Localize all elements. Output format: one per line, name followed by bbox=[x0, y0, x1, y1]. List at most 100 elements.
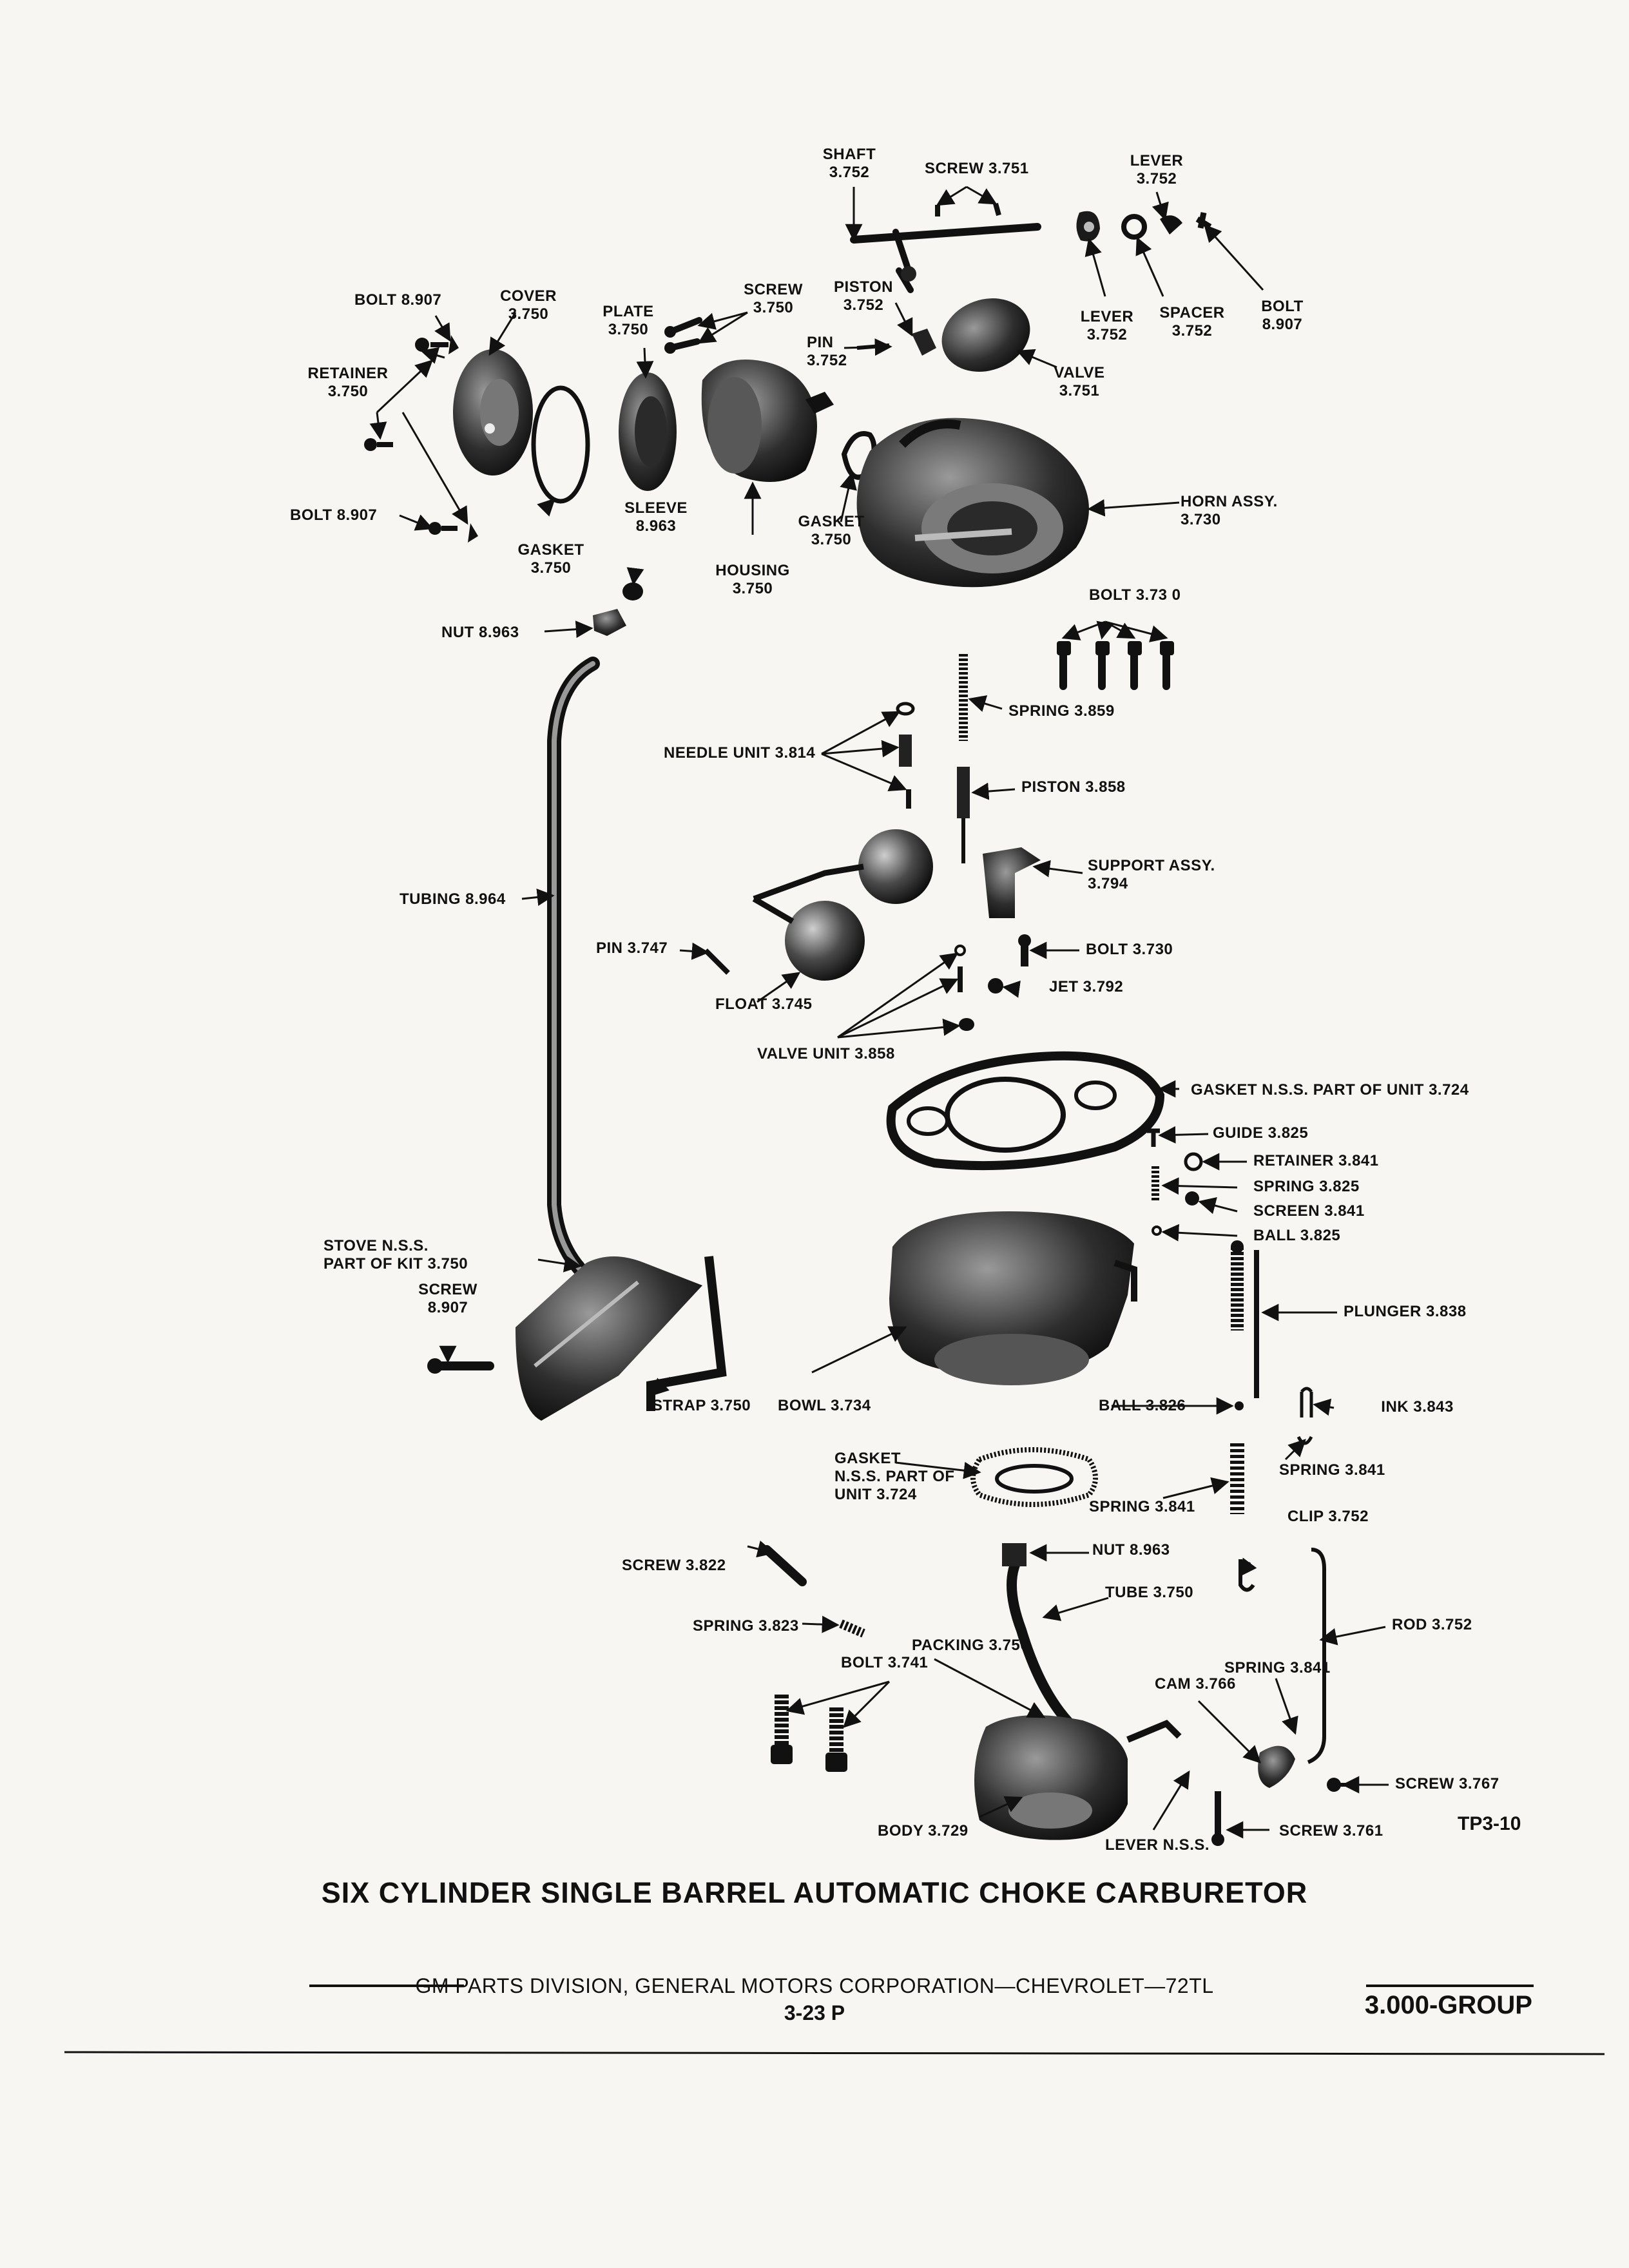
ball-3826-part bbox=[1235, 1401, 1244, 1410]
bolts-3741-part bbox=[771, 1695, 847, 1772]
label-bolt-8907-top-left: BOLT 8.907 bbox=[354, 291, 442, 309]
page-number: 3-23 P bbox=[784, 2001, 845, 2024]
housing-part bbox=[701, 360, 834, 482]
label-ball-3826: BALL 3.826 bbox=[1099, 1397, 1186, 1414]
label-support-assy: SUPPORT ASSY. 3.794 bbox=[1088, 857, 1215, 892]
label-lever-nss: LEVER N.S.S. bbox=[1105, 1836, 1210, 1854]
label-pin-3752: PIN 3.752 bbox=[807, 334, 847, 369]
label-clip: CLIP 3.752 bbox=[1287, 1508, 1369, 1525]
group-number: 3.000-GROUP bbox=[1364, 1991, 1532, 2019]
retainer-parts bbox=[448, 335, 478, 543]
label-strap: STRAP 3.750 bbox=[652, 1397, 751, 1414]
label-valve-3751: VALVE 3.751 bbox=[1054, 364, 1105, 399]
label-bolt-8907-top-right: BOLT 8.907 bbox=[1261, 298, 1304, 333]
spring-3823-part bbox=[839, 1619, 865, 1638]
float-part bbox=[752, 829, 933, 981]
diagram-title: SIX CYLINDER SINGLE BARREL AUTOMATIC CHO… bbox=[321, 1876, 1308, 1909]
label-bolt-8907-left: BOLT 8.907 bbox=[290, 506, 378, 524]
screw-3751-part bbox=[935, 202, 1001, 216]
label-spring-3841-lower: SPRING 3.841 bbox=[1224, 1659, 1331, 1677]
label-tubing: TUBING 8.964 bbox=[400, 890, 506, 908]
label-screw-3822: SCREW 3.822 bbox=[622, 1557, 726, 1574]
label-screen: SCREEN 3.841 bbox=[1253, 1202, 1365, 1220]
label-piston-3752: PISTON 3.752 bbox=[834, 278, 893, 314]
jet-part bbox=[988, 978, 1003, 994]
valve-plate-part bbox=[941, 298, 1030, 372]
spacer-part bbox=[1121, 214, 1147, 240]
label-jet: JET 3.792 bbox=[1049, 978, 1124, 995]
stove-part bbox=[516, 1256, 702, 1421]
label-piston-3858: PISTON 3.858 bbox=[1021, 778, 1126, 796]
label-gasket-nss-top: GASKET N.S.S. PART OF UNIT 3.724 bbox=[1191, 1081, 1469, 1099]
body-part bbox=[974, 1715, 1182, 1840]
label-gasket-3750-b: GASKET 3.750 bbox=[798, 513, 865, 548]
label-float: FLOAT 3.745 bbox=[715, 995, 813, 1013]
label-packing: PACKING 3.750 bbox=[912, 1637, 1030, 1654]
bowl-part bbox=[889, 1211, 1137, 1385]
label-spring-3823: SPRING 3.823 bbox=[693, 1617, 799, 1635]
label-screw-3751: SCREW 3.751 bbox=[925, 160, 1029, 177]
gasket-plate-part bbox=[886, 1051, 1165, 1171]
label-spring-3841-right: SPRING 3.841 bbox=[1279, 1461, 1385, 1479]
tube-3750-part bbox=[1002, 1543, 1077, 1731]
strap-part bbox=[646, 1256, 727, 1411]
sleeve-part bbox=[622, 582, 643, 601]
label-bolt-3730: BOLT 3.730 bbox=[1086, 941, 1173, 958]
label-pin-3747: PIN 3.747 bbox=[596, 939, 668, 957]
label-plate: PLATE 3.750 bbox=[602, 303, 654, 338]
cover-part bbox=[453, 349, 533, 476]
bolt-3730-part bbox=[1018, 934, 1031, 966]
label-screw-8907: SCREW 8.907 bbox=[418, 1281, 477, 1316]
lever-top-part bbox=[1076, 211, 1100, 242]
label-link: INK 3.843 bbox=[1378, 1398, 1454, 1416]
link-part bbox=[1300, 1387, 1313, 1418]
rod-part bbox=[1307, 1548, 1326, 1764]
label-plunger: PLUNGER 3.838 bbox=[1344, 1303, 1467, 1320]
valve-unit-part bbox=[954, 945, 974, 1031]
label-gasket-3750-a: GASKET 3.750 bbox=[517, 541, 584, 577]
label-lever-mid: LEVER 3.752 bbox=[1080, 308, 1134, 343]
label-retainer-3750: RETAINER 3.750 bbox=[307, 365, 389, 400]
cam-part bbox=[1258, 1745, 1295, 1788]
label-needle-unit: NEEDLE UNIT 3.814 bbox=[664, 744, 816, 762]
ball-3825-part bbox=[1152, 1225, 1162, 1236]
publisher-line: GM PARTS DIVISION, GENERAL MOTORS CORPOR… bbox=[415, 1974, 1214, 1997]
screw-8907-part bbox=[427, 1358, 494, 1374]
screen-part bbox=[1185, 1191, 1199, 1206]
label-shaft: SHAFT 3.752 bbox=[822, 146, 876, 181]
gasket-ring-part bbox=[531, 385, 590, 504]
nut-8963-part bbox=[593, 609, 626, 636]
label-cover: COVER 3.750 bbox=[500, 287, 557, 323]
tubing-part bbox=[547, 657, 600, 1276]
pin-3747-part bbox=[704, 948, 730, 975]
label-spring-3825: SPRING 3.825 bbox=[1253, 1178, 1360, 1195]
screws-3750-part bbox=[664, 317, 702, 354]
screw-3822-part bbox=[762, 1545, 807, 1586]
label-spring-3841-mid: SPRING 3.841 bbox=[1089, 1498, 1195, 1515]
plate-part bbox=[619, 372, 677, 491]
label-lever-top: LEVER 3.752 bbox=[1130, 152, 1184, 187]
clip-part bbox=[1239, 1559, 1255, 1592]
label-gasket-nss-bottom: GASKET N.S.S. PART OF UNIT 3.724 bbox=[834, 1450, 955, 1503]
label-housing: HOUSING 3.750 bbox=[715, 562, 790, 597]
figure-reference: TP3-10 bbox=[1458, 1813, 1521, 1834]
label-horn-assy: HORN ASSY. 3.730 bbox=[1181, 493, 1278, 528]
label-body: BODY 3.729 bbox=[878, 1822, 969, 1840]
plunger-part bbox=[1231, 1240, 1259, 1398]
label-valve-unit: VALVE UNIT 3.858 bbox=[757, 1045, 895, 1062]
support-assembly-part bbox=[983, 847, 1041, 918]
label-bolt-3730-top: BOLT 3.73 0 bbox=[1089, 586, 1181, 604]
label-screw-3750: SCREW 3.750 bbox=[744, 281, 803, 316]
needle-unit-part bbox=[896, 702, 915, 809]
label-retainer-3841: RETAINER 3.841 bbox=[1253, 1152, 1379, 1169]
label-screw-3767: SCREW 3.767 bbox=[1395, 1775, 1499, 1792]
lever-small-part bbox=[1160, 215, 1182, 235]
gasket-lower-part bbox=[970, 1447, 1098, 1507]
label-bowl: BOWL 3.734 bbox=[778, 1397, 871, 1414]
piston-3858-part bbox=[957, 767, 970, 863]
label-cam: CAM 3.766 bbox=[1155, 1675, 1236, 1693]
label-spring-3859: SPRING 3.859 bbox=[1008, 702, 1115, 720]
bolt-top-right-part bbox=[1195, 212, 1212, 229]
piston-3752-part bbox=[912, 329, 936, 356]
